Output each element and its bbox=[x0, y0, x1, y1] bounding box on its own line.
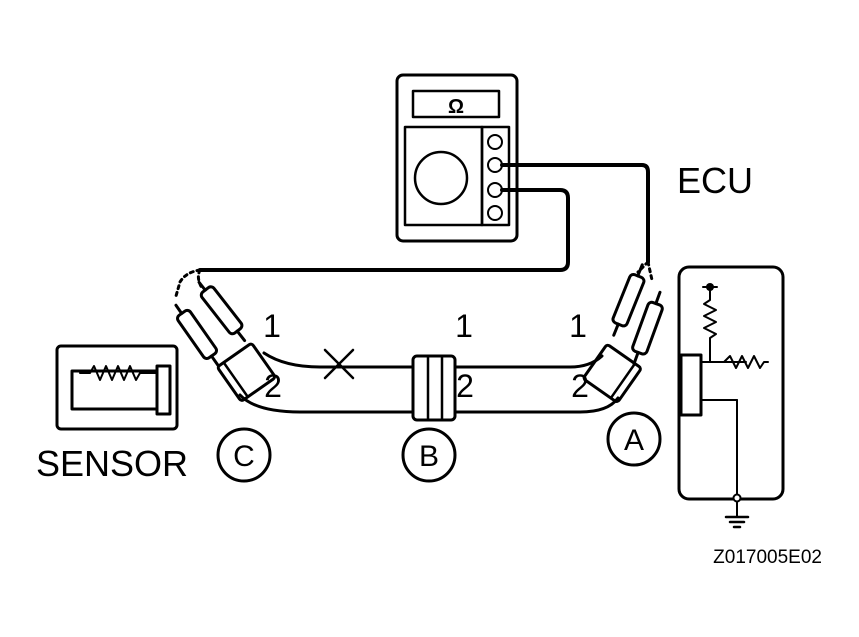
sensor-unit bbox=[55, 344, 179, 431]
ecu-connector bbox=[679, 353, 703, 417]
connector-a-badge bbox=[606, 411, 662, 467]
meter-dial[interactable] bbox=[413, 150, 469, 206]
connector-b-letter: B bbox=[419, 440, 439, 473]
figure-code: Z017005E02 bbox=[713, 547, 822, 568]
sensor-resistor-symbol bbox=[79, 365, 158, 381]
ecu-unit bbox=[677, 265, 785, 529]
connector-a-letter: A bbox=[624, 424, 644, 457]
connector-b-badge bbox=[401, 427, 457, 483]
lead-to-connector-c bbox=[198, 188, 570, 272]
meter-jack-3[interactable] bbox=[487, 182, 503, 198]
meter-ohm-symbol: Ω bbox=[448, 96, 464, 118]
connector-c-letter: C bbox=[233, 440, 255, 473]
test-leads bbox=[174, 163, 654, 298]
meter-display bbox=[411, 89, 501, 119]
meter-dial-panel bbox=[403, 125, 484, 227]
connector-b-body bbox=[411, 354, 457, 422]
meter-jack-2[interactable] bbox=[487, 157, 503, 173]
ecu-signal-resistor bbox=[723, 355, 769, 369]
connector-a-body bbox=[582, 343, 642, 403]
probes-connector-c bbox=[174, 280, 247, 368]
connector-b-pin-1: 1 bbox=[455, 308, 473, 344]
connector-b-pin-2: 2 bbox=[456, 368, 474, 404]
connector-c-badge bbox=[216, 427, 272, 483]
lead-to-connector-a bbox=[500, 163, 650, 264]
ohmmeter: Ω bbox=[395, 73, 519, 243]
connector-c-pin-2: 2 bbox=[264, 368, 282, 404]
meter-jack-4[interactable] bbox=[487, 205, 503, 221]
ecu-pullup-resistor bbox=[703, 290, 717, 363]
connector-a-pin-2: 2 bbox=[571, 368, 589, 404]
connector-a-pin-1: 1 bbox=[569, 308, 587, 344]
sensor-label: SENSOR bbox=[36, 443, 188, 484]
ground-icon bbox=[724, 515, 750, 529]
ecu-label: ECU bbox=[677, 160, 753, 201]
open-circuit-mark bbox=[323, 348, 355, 380]
meter-jack-panel bbox=[480, 125, 511, 227]
meter-jack-1[interactable] bbox=[487, 134, 503, 150]
connector-c-pin-1: 1 bbox=[263, 308, 281, 344]
connector-c-body bbox=[216, 342, 276, 402]
